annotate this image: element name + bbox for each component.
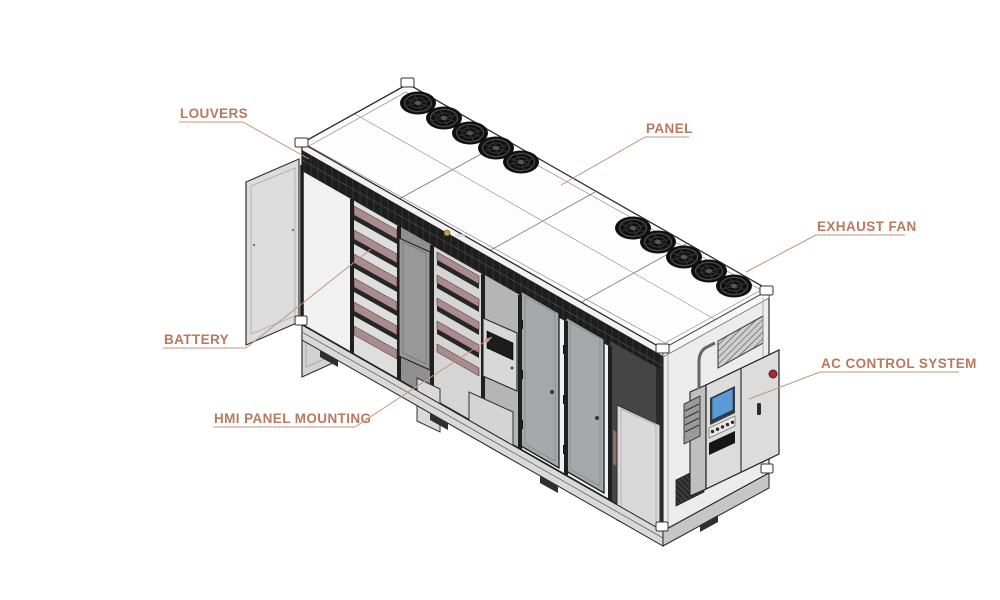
roof-seam: [488, 191, 596, 252]
label-battery: BATTERY: [164, 332, 229, 347]
callout-louvers: LOUVERS: [179, 106, 310, 160]
base-skid: [430, 413, 448, 430]
exhaust-fan: [502, 149, 540, 175]
door-handle: [595, 416, 599, 420]
heatsink-slat: [684, 424, 700, 433]
hmi-screen-cutout: [486, 330, 514, 361]
callout-hmi-panel-mounting: HMI PANEL MOUNTING: [213, 336, 493, 428]
base-rail-line: [301, 331, 664, 539]
battery-slot: [354, 239, 397, 268]
label-louvers: LOUVERS: [180, 106, 248, 121]
panel-button: [710, 429, 715, 434]
leader-line-battery: [245, 248, 372, 349]
base-skid: [700, 515, 718, 532]
label-panel: PANEL: [646, 121, 693, 136]
callout-ac-control-system: AC CONTROL SYSTEM: [748, 356, 977, 400]
base-skid: [540, 476, 558, 493]
exhaust-fan: [715, 273, 753, 299]
battery-slot: [354, 311, 397, 340]
corner-casting: [760, 463, 774, 474]
label-hmi-panel-mounting: HMI PANEL MOUNTING: [214, 411, 371, 426]
callout-exhaust-fan: EXHAUST FAN: [745, 219, 917, 273]
leader-arrowhead: [484, 337, 492, 343]
battery-slot: [354, 287, 397, 316]
battery-slot: [437, 306, 479, 335]
heatsink-slat: [684, 403, 700, 412]
corner-castings: [294, 77, 774, 532]
closed-door-seam: [524, 295, 556, 462]
open-door-inner-line: [402, 241, 427, 365]
cabinet-front-face: [705, 349, 780, 490]
leader-line-panel: [560, 136, 646, 186]
brand-emblem: [443, 229, 451, 237]
emergency-knob: [768, 369, 778, 379]
battery-slot: [354, 263, 397, 292]
battery-module: [436, 343, 480, 377]
battery-slot: [437, 260, 479, 289]
base-skid: [320, 350, 338, 367]
label-ac-control-system: AC CONTROL SYSTEM: [821, 356, 977, 371]
open-door-panel: [245, 158, 300, 346]
corner-casting: [655, 521, 669, 532]
cabinet-door-handle: [757, 403, 761, 415]
band-highlight: [301, 159, 664, 367]
hmi-mounting-door: [482, 317, 518, 392]
leader-line-exhaust-fan: [745, 234, 817, 273]
door-latch: [510, 366, 514, 370]
hmi-screen: [711, 388, 734, 421]
battery-slot: [437, 283, 479, 312]
cabinet-display-slot: [709, 431, 735, 455]
corner-casting: [759, 285, 774, 296]
door-handle: [550, 390, 554, 394]
callout-battery: BATTERY: [163, 248, 372, 349]
leader-line-louvers: [242, 121, 310, 160]
leader-line-ac: [748, 371, 821, 400]
corner-casting: [294, 315, 308, 326]
heatsink-slat: [684, 417, 700, 426]
corner-casting: [655, 343, 670, 354]
base-frame: [301, 324, 770, 547]
label-exhaust-fan: EXHAUST FAN: [817, 219, 917, 234]
panel-button: [730, 420, 735, 424]
door-screw: [252, 243, 256, 247]
roof-seam-lengthwise: [354, 113, 717, 321]
panel-button: [725, 422, 730, 427]
end-rim: [662, 289, 770, 358]
closed-door: [563, 315, 605, 495]
annotations: LOUVERS PANEL EXHAUST FAN BATTERY HMI PA…: [163, 106, 977, 428]
band-marking: [455, 234, 465, 237]
callout-panel: PANEL: [560, 121, 693, 186]
battery-slot: [437, 329, 479, 358]
closed-door-panel: [520, 289, 560, 470]
panel-button: [720, 425, 725, 429]
conduit-pipe: [697, 341, 716, 389]
corner-casting: [400, 77, 415, 88]
door-screw: [291, 228, 295, 232]
closed-door: [518, 289, 560, 470]
corner-casting: [294, 137, 309, 148]
battery-slot: [354, 215, 397, 244]
left-end-open-doors: [245, 158, 300, 346]
open-door-panel-dark: [398, 237, 431, 371]
heatsink-slat: [684, 410, 700, 419]
base-end-rail: [662, 472, 770, 547]
battery-stack: [436, 251, 480, 377]
battery-stack: [353, 205, 398, 360]
closed-door-seam: [569, 321, 601, 487]
ac-control-cabinet: [683, 341, 780, 497]
panel-button: [715, 427, 720, 431]
leader-line-hmi: [354, 336, 493, 428]
heatsink-body: [683, 395, 701, 445]
closed-door-panel: [565, 315, 605, 495]
side-heatsink: [683, 395, 701, 445]
